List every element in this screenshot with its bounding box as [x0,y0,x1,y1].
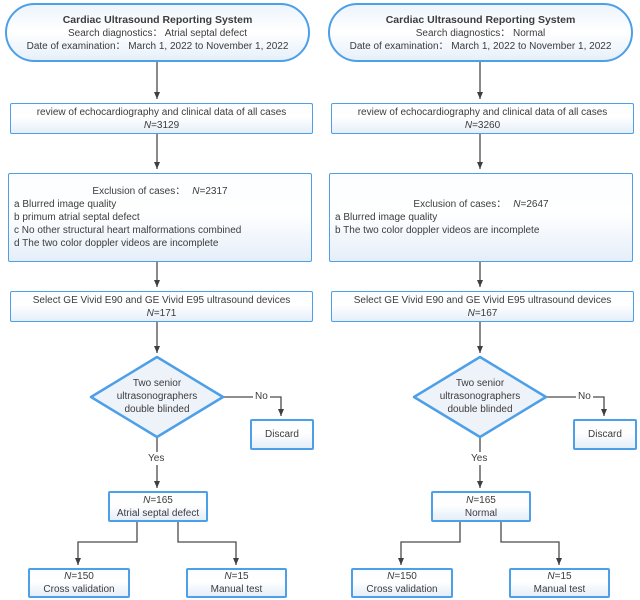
result-count: N=165 [466,494,496,506]
arrow-result-to-manual [500,522,562,565]
manual-count: N=15 [224,571,249,582]
review-node: review of echocardiography and clinical … [10,103,313,134]
manual-count: N=15 [547,571,572,582]
manual-label: Manual test [210,584,263,595]
cross-validation-node: N=150 Cross validation [28,568,130,598]
manual-label: Manual test [533,584,586,595]
examination-date-line: Date of examination： March 1, 2022 to No… [349,40,612,52]
exclusion-title: Exclusion of cases：N=2317 [92,186,228,197]
device-select-node: Select GE Vivid E90 and GE Vivid E95 ult… [10,291,313,322]
exclusion-item: b primum atrial septal defect [14,212,140,223]
cross-label: Cross validation [43,584,115,595]
cross-count: N=150 [64,571,94,582]
device-select-node: Select GE Vivid E90 and GE Vivid E95 ult… [331,291,634,322]
arrow-result-to-cross [398,522,461,565]
search-diagnostics-line: Search diagnostics： Atrial septal defect [68,27,247,39]
system-title: Cardiac Ultrasound Reporting System [62,13,253,26]
decision-diamond-shape [412,355,548,439]
arrow-result-to-cross [75,522,138,565]
decision-text: Two senior ultrasonographers double blin… [439,378,521,415]
result-label: Normal [464,507,498,519]
no-label: No [253,390,270,403]
flowchart-normal: Cardiac Ultrasound Reporting System Sear… [320,0,640,600]
arrow-no-to-discard [223,396,284,416]
discard-node: Discard [250,419,314,450]
exclusion-item: c No other structural heart malformation… [14,225,242,236]
search-diagnostics-line: Search diagnostics： Normal [415,27,546,39]
cross-label: Cross validation [366,584,438,595]
review-text: review of echocardiography and clinical … [357,106,608,118]
system-title: Cardiac Ultrasound Reporting System [385,13,576,26]
review-count: N=3129 [143,119,180,131]
cross-validation-node: N=150 Cross validation [351,568,453,598]
start-node: Cardiac Ultrasound Reporting System Sear… [328,3,633,62]
device-select-text: Select GE Vivid E90 and GE Vivid E95 ult… [353,294,612,306]
start-node: Cardiac Ultrasound Reporting System Sear… [5,3,310,62]
device-select-count: N=171 [146,307,177,319]
exclusion-item: d The two color doppler videos are incom… [14,238,219,249]
exclusion-item: b The two color doppler videos are incom… [335,225,540,236]
discard-node: Discard [573,419,637,450]
result-node: N=165 Normal [431,491,531,522]
no-label: No [576,390,593,403]
decision-text: Two senior ultrasonographers double blin… [116,378,198,415]
manual-test-node: N=15 Manual test [509,568,610,598]
flow-connectors-svg [75,62,284,565]
yes-label: Yes [146,452,167,465]
exclusion-item: a Blurred image quality [335,212,438,223]
device-select-text: Select GE Vivid E90 and GE Vivid E95 ult… [32,294,291,306]
device-select-count: N=167 [467,307,498,319]
flow-connectors-svg [398,62,607,565]
arrow-no-to-discard [546,396,607,416]
exclusion-title: Exclusion of cases：N=2647 [413,199,549,210]
review-node: review of echocardiography and clinical … [331,103,634,134]
exclusion-node: Exclusion of cases：N=2317 a Blurred imag… [8,173,312,262]
review-text: review of echocardiography and clinical … [36,106,287,118]
cross-count: N=150 [387,571,417,582]
arrow-result-to-manual [177,522,239,565]
yes-label: Yes [469,452,490,465]
manual-test-node: N=15 Manual test [186,568,287,598]
result-label: Atrial septal defect [116,507,200,519]
flowchart-atrial-septal-defect: Cardiac Ultrasound Reporting System Sear… [5,3,314,598]
exclusion-item: a Blurred image quality [14,199,117,210]
examination-date-line: Date of examination： March 1, 2022 to No… [26,40,289,52]
exclusion-node: Exclusion of cases：N=2647 a Blurred imag… [329,173,633,262]
result-count: N=165 [143,494,173,506]
decision-diamond-shape [89,355,225,439]
review-count: N=3260 [464,119,501,131]
result-node: N=165 Atrial septal defect [108,491,208,522]
